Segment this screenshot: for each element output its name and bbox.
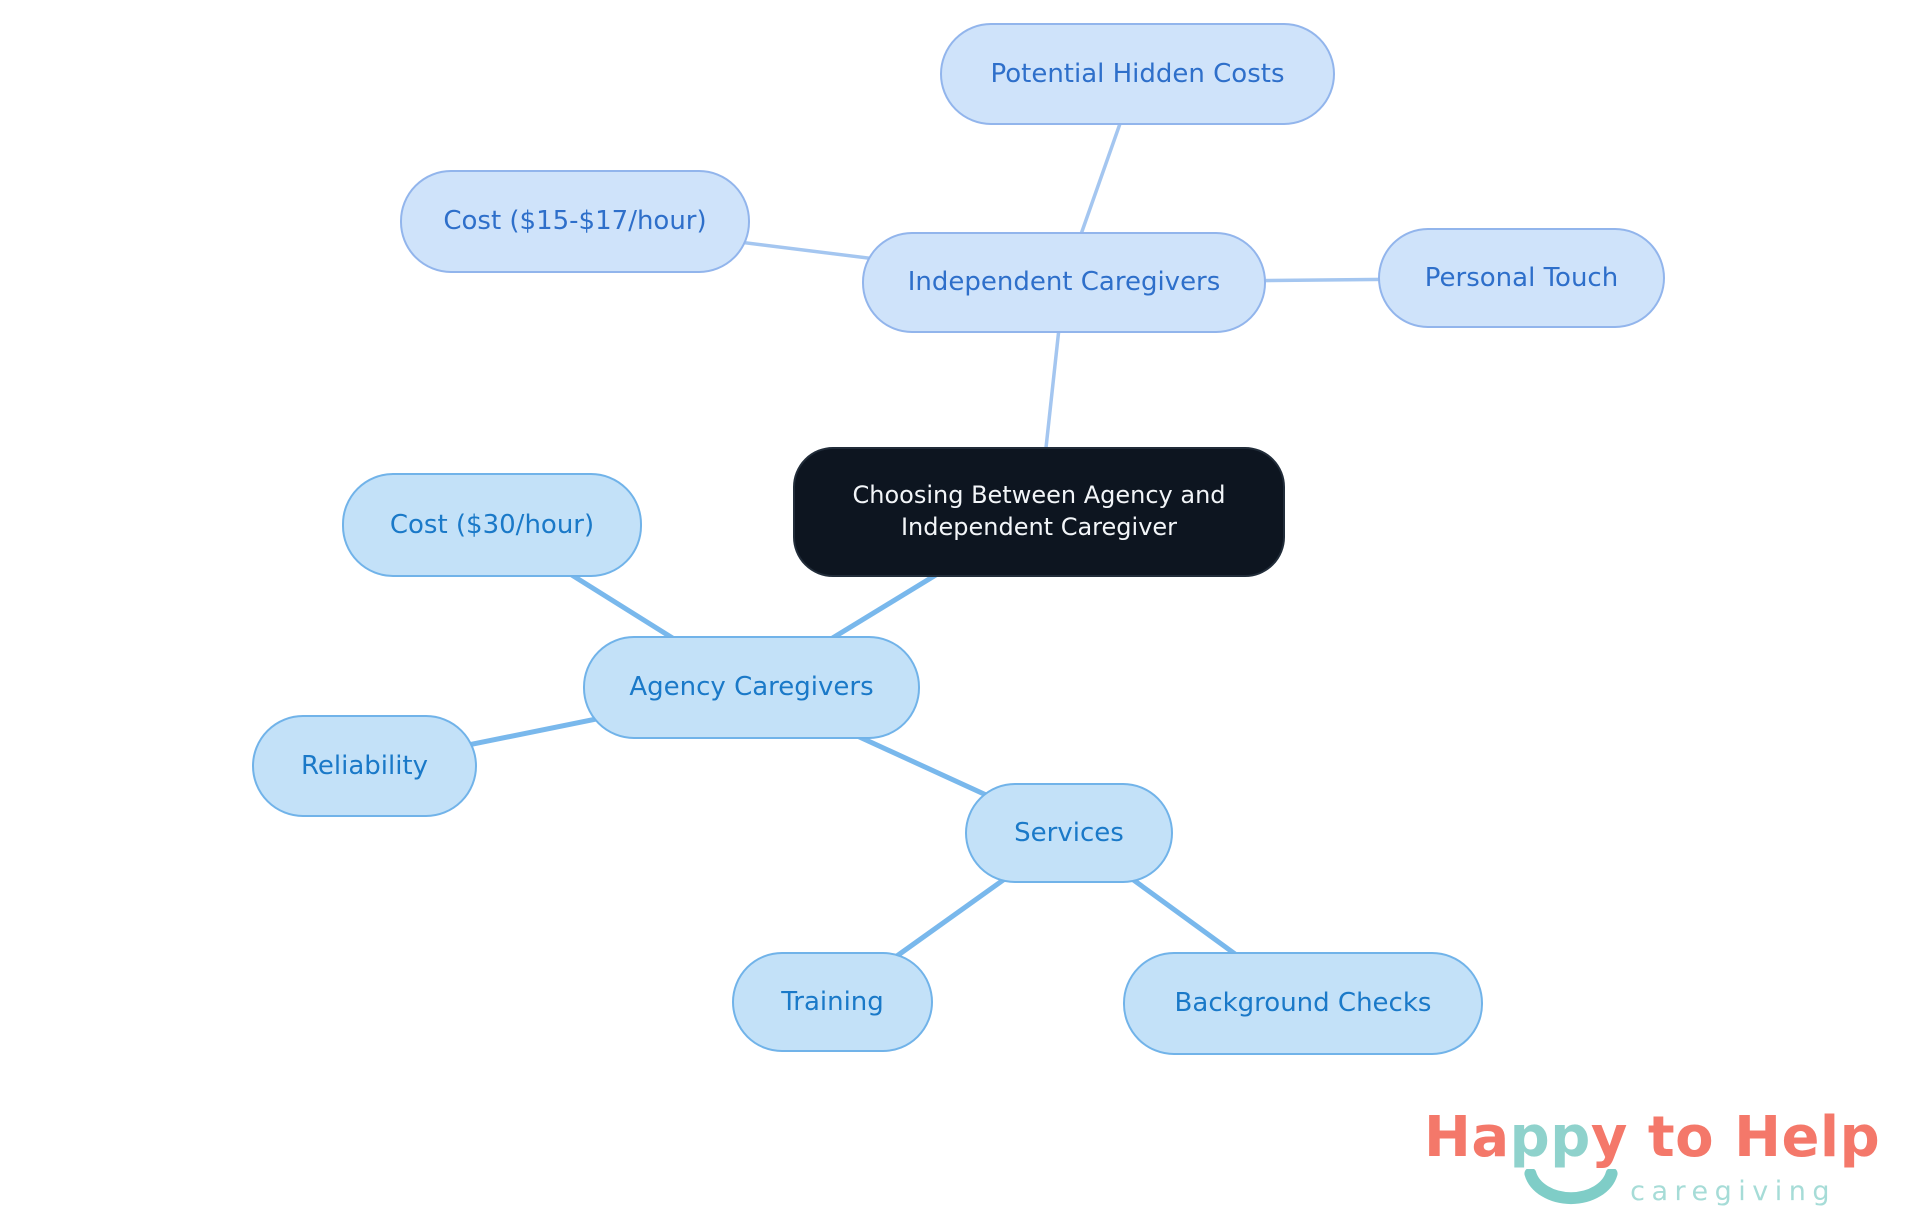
logo-word-part: to Help [1627, 1105, 1881, 1170]
node-label: Cost ($30/hour) [389, 509, 595, 540]
node-label: Independent Caregivers [907, 267, 1221, 298]
node-label: Training [781, 986, 884, 1017]
node-independent-caregivers: Independent Caregivers [862, 232, 1266, 333]
node-label: Agency Caregivers [629, 672, 874, 703]
node-label: Cost ($15-$17/hour) [443, 206, 707, 237]
node-label: Reliability [300, 750, 429, 781]
smile-icon [1524, 1169, 1618, 1205]
logo-happy-to-help: Happy to Help caregiving [1424, 1110, 1880, 1210]
logo-word-part: y [1590, 1105, 1628, 1170]
logo-word-part: Ha [1424, 1105, 1510, 1170]
node-label: Potential Hidden Costs [990, 58, 1285, 89]
logo-caregiving-text: caregiving [1630, 1176, 1836, 1207]
node-personal-touch: Personal Touch [1378, 228, 1665, 328]
node-background-checks: Background Checks [1123, 952, 1483, 1055]
node-label: Background Checks [1174, 988, 1432, 1019]
node-agency-caregivers: Agency Caregivers [583, 636, 920, 739]
node-potential-hidden-costs: Potential Hidden Costs [940, 23, 1335, 125]
node-services: Services [965, 783, 1173, 883]
node-training: Training [732, 952, 933, 1052]
node-reliability: Reliability [252, 715, 477, 817]
node-label: Services [1014, 817, 1124, 848]
logo-wordmark: Happy to Help [1424, 1110, 1880, 1166]
node-label: Personal Touch [1424, 262, 1619, 293]
logo-word-part: pp [1509, 1105, 1591, 1170]
node-cost-15-17: Cost ($15-$17/hour) [400, 170, 750, 273]
node-cost-30: Cost ($30/hour) [342, 473, 642, 577]
